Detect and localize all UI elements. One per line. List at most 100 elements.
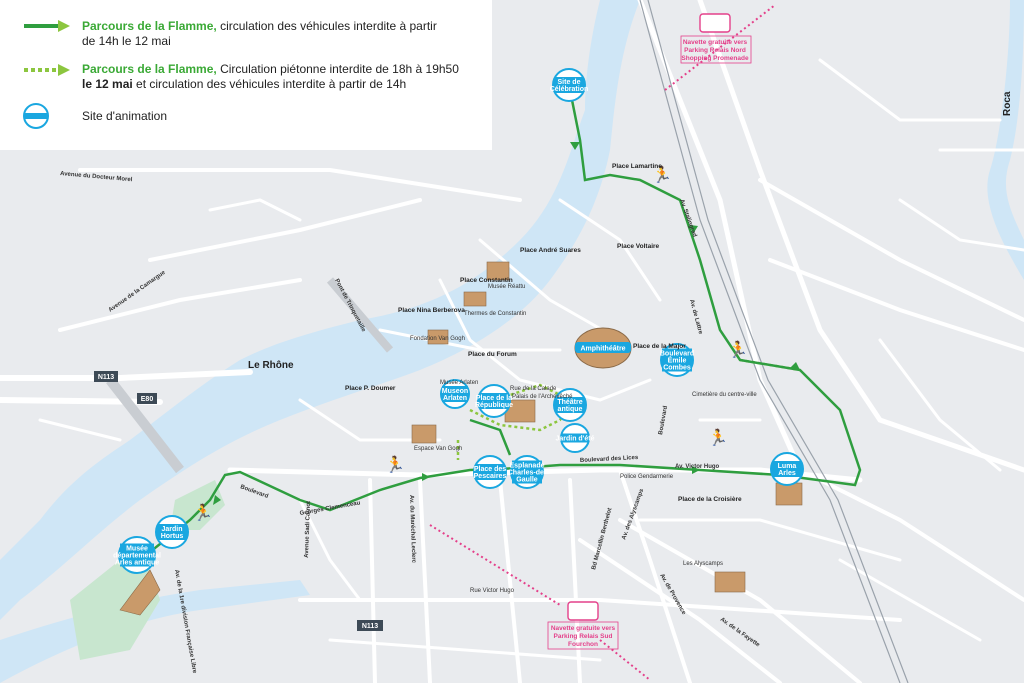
legend-text-site: Site d'animation: [82, 109, 168, 123]
label-cimetiere: Cimetière du centre-ville: [692, 392, 757, 398]
shuttle-south-line3: Fourchon: [568, 641, 598, 648]
legend-text-pedestrian: Parcours de la Flamme, Circulation piéto…: [82, 62, 487, 92]
shuttle-north-line1: Navette gratuite vers: [683, 39, 748, 46]
monuments: [119, 261, 803, 616]
site-label-esplanade-2: Gaulle: [516, 477, 538, 484]
n113-shield-west: [94, 371, 118, 382]
site-label-jardin-ete-0: Jardin d'été: [555, 436, 594, 443]
label-musee-arlaten: Musée Arlaten: [440, 380, 478, 386]
musee-reattu-icon: [486, 261, 510, 281]
shuttle-south[interactable]: Navette gratuite vers Parking Relais Sud…: [547, 601, 619, 650]
site-marker-band: [554, 77, 584, 93]
site-label-luma-1: Arles: [778, 470, 796, 477]
legend-text-2a: Circulation piétonne interdite de 18h à …: [216, 62, 459, 76]
n113-shield-south: [357, 620, 383, 631]
site-label-emile-combes-2: Combes: [663, 365, 691, 372]
site-label-republique-1: République: [475, 402, 513, 409]
label-av-victor-hugo: Av. Victor Hugo: [675, 464, 720, 470]
site-label-hortus-1: Hortus: [161, 533, 184, 540]
dotted-route-swatch: [24, 64, 70, 76]
legend-text-1b: de 14h le 12 mai: [82, 34, 171, 48]
e80-label: E80: [141, 396, 154, 403]
map-legend: Parcours de la Flamme, circulation des v…: [0, 0, 492, 150]
label-av-leclerc: Av. du Maréchal Leclerc: [408, 495, 416, 564]
railway: [639, 0, 909, 683]
alyscamps-icon: [714, 571, 746, 593]
site-label-museon-0: Museon: [442, 388, 468, 395]
site-marker-band: [562, 433, 588, 443]
site-marker-band: [662, 348, 692, 372]
label-thermes: Thermes de Constantin: [464, 311, 526, 317]
site-marker-amphitheatre[interactable]: Amphithéâtre: [575, 342, 631, 353]
espace-van-gogh-icon: [411, 424, 437, 444]
site-marker-band: [120, 543, 154, 567]
label-rhone: Le Rhône: [248, 360, 294, 371]
runner-icons: 🏃 🏃 🏃 🏃 🏃: [193, 165, 748, 522]
bridge-n113: [106, 376, 184, 474]
river-right-edge: [985, 0, 1024, 280]
label-roca: Roca: [1002, 91, 1013, 116]
bus-icon-south: [567, 601, 599, 621]
shuttle-south-arrow: [429, 524, 651, 681]
label-place-croisiere: Place de la Croisière: [678, 496, 742, 503]
label-place-andre-suares: Place André Suares: [520, 247, 581, 254]
label-place-nina: Place Nina Berberova: [398, 307, 465, 314]
site-label-luma-0: Luma: [778, 463, 797, 470]
legend-title-2: Parcours de la Flamme,: [82, 62, 217, 76]
solid-route-swatch: [24, 20, 70, 32]
label-place-lamartine: Place Lamartine: [612, 163, 662, 170]
river-rhone: [0, 0, 640, 620]
site-marker-band: [512, 460, 542, 484]
runner-icon-lamartine: 🏃: [652, 165, 672, 184]
label-espace-van-gogh: Espace Van Gogh: [414, 446, 462, 452]
n113-label-south: N113: [362, 623, 378, 630]
label-fondation: Fondation Van Gogh: [410, 336, 465, 342]
runner-icon-lices: 🏃: [708, 428, 728, 447]
shuttle-north[interactable]: Navette gratuite vers Parking Relais Nor…: [680, 13, 752, 64]
label-rue-calade: Rue de la Calade: [510, 386, 557, 392]
park-hortus: [170, 480, 225, 530]
site-label-musee-0: Musée: [126, 546, 148, 553]
site-marker-band: [772, 461, 802, 477]
e80-shield: [137, 393, 157, 404]
flame-route: [139, 99, 862, 561]
label-les-alyscamps: Les Alyscamps: [683, 561, 723, 567]
site-label-theatre-1: antique: [558, 406, 583, 413]
runner-icon-hortus: 🏃: [193, 503, 213, 522]
route-arrows: [213, 142, 800, 505]
site-marker-band: [555, 397, 585, 413]
site-label-celebration-0: Site de: [558, 79, 581, 86]
site-marker-jardin-ete[interactable]: Jardin d'été: [555, 423, 595, 453]
legend-text-2-bold: le 12 mai: [82, 77, 133, 91]
legend-title-1: Parcours de la Flamme,: [82, 19, 217, 33]
site-label-theatre-0: Théâtre: [557, 399, 582, 406]
musee-departemental-icon: [119, 569, 161, 616]
road-shields: N113 E80 N113: [94, 371, 383, 631]
shuttle-north-box: [680, 35, 752, 64]
label-musee-reattu: Musée Réattu: [488, 284, 525, 290]
label-police: Police Gendarmerie: [620, 474, 674, 480]
legend-text-1a: circulation des véhicules interdite à pa…: [216, 19, 437, 33]
fondation-icon: [427, 329, 449, 345]
site-label-pescaires-0: Place des: [474, 466, 506, 473]
site-label-musee-1: départemental: [113, 553, 161, 560]
n113-label-west: N113: [98, 374, 114, 381]
site-swatch-icon: [23, 103, 49, 129]
runner-icon-major: 🏃: [728, 340, 748, 359]
shuttle-north-line2: Parking Relais Nord: [684, 47, 746, 54]
label-place-forum: Place du Forum: [468, 351, 517, 358]
site-label-celebration-1: Célébration: [550, 86, 589, 93]
label-place-major: Place de la Major: [633, 343, 686, 350]
